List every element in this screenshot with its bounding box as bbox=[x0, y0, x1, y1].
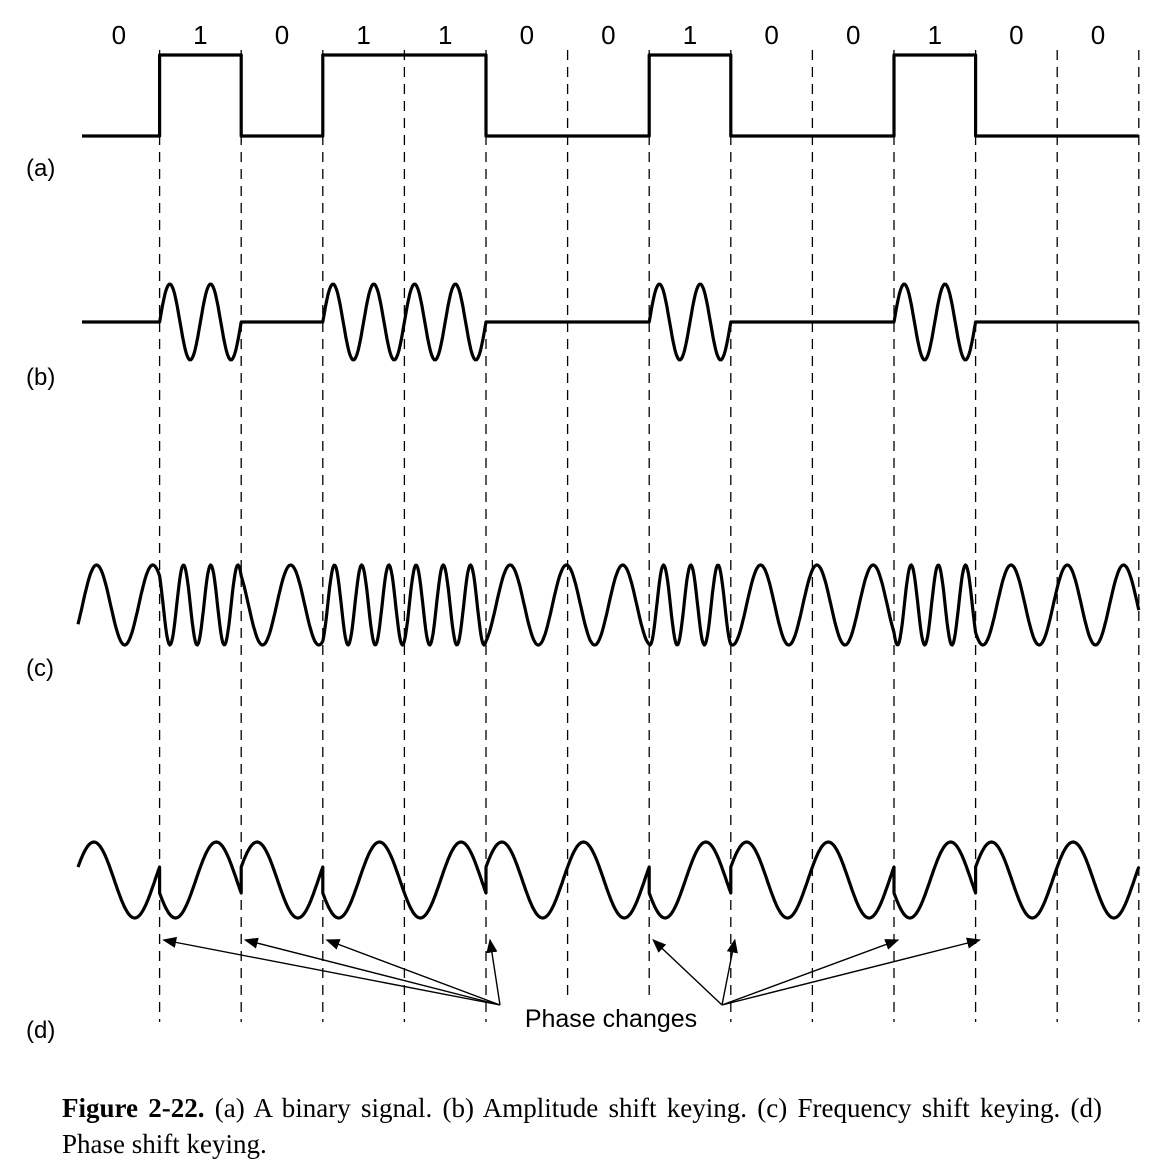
bit-label: 0 bbox=[846, 20, 860, 50]
bit-label: 0 bbox=[601, 20, 615, 50]
binary-signal-wave bbox=[82, 53, 1139, 138]
bit-label: 1 bbox=[356, 20, 370, 50]
phase-change-arrow bbox=[721, 939, 900, 1006]
caption-number: Figure 2-22. bbox=[62, 1093, 205, 1123]
row-label-b: (b) bbox=[26, 364, 55, 391]
bit-label: 1 bbox=[438, 20, 452, 50]
callout-background bbox=[508, 1000, 716, 1034]
caption-text: (a) A binary signal. (b) Amplitude shift… bbox=[62, 1093, 1102, 1159]
phase-change-arrow bbox=[243, 937, 501, 1006]
psk-wave bbox=[76, 840, 1141, 920]
waveforms bbox=[76, 53, 1141, 920]
phase-changes-label: Phase changes bbox=[525, 1005, 697, 1033]
phase-change-arrow bbox=[721, 938, 738, 1006]
phase-change-arrow bbox=[325, 939, 501, 1006]
bit-label: 0 bbox=[1091, 20, 1105, 50]
bit-label: 0 bbox=[1009, 20, 1023, 50]
figure-caption: Figure 2-22. (a) A binary signal. (b) Am… bbox=[62, 1090, 1102, 1162]
phase-change-arrows bbox=[162, 936, 981, 1006]
bit-label: 1 bbox=[683, 20, 697, 50]
ask-wave bbox=[82, 282, 1139, 362]
row-label-a: (a) bbox=[26, 155, 55, 182]
row-label-d: (d) bbox=[26, 1017, 55, 1044]
bit-label: 1 bbox=[928, 20, 942, 50]
modulation-diagram: 0 1 0 1 1 0 0 1 0 0 1 0 0 (a) (b) (c) (d) Phase chan… bbox=[26, 20, 1141, 1044]
row-label-c: (c) bbox=[26, 655, 54, 682]
bit-label: 1 bbox=[193, 20, 207, 50]
bit-label: 0 bbox=[764, 20, 778, 50]
fsk-wave bbox=[76, 563, 1141, 647]
bit-label: 0 bbox=[275, 20, 289, 50]
bit-label: 0 bbox=[520, 20, 534, 50]
phase-change-arrow bbox=[721, 937, 981, 1006]
phase-change-arrow bbox=[652, 939, 723, 1006]
bit-boundary-lines bbox=[158, 50, 1140, 1022]
bit-labels: 0 1 0 1 1 0 0 1 0 0 1 0 0 bbox=[112, 20, 1106, 50]
phase-change-arrow bbox=[486, 938, 501, 1006]
bit-label: 0 bbox=[112, 20, 126, 50]
phase-change-arrow bbox=[162, 936, 501, 1006]
